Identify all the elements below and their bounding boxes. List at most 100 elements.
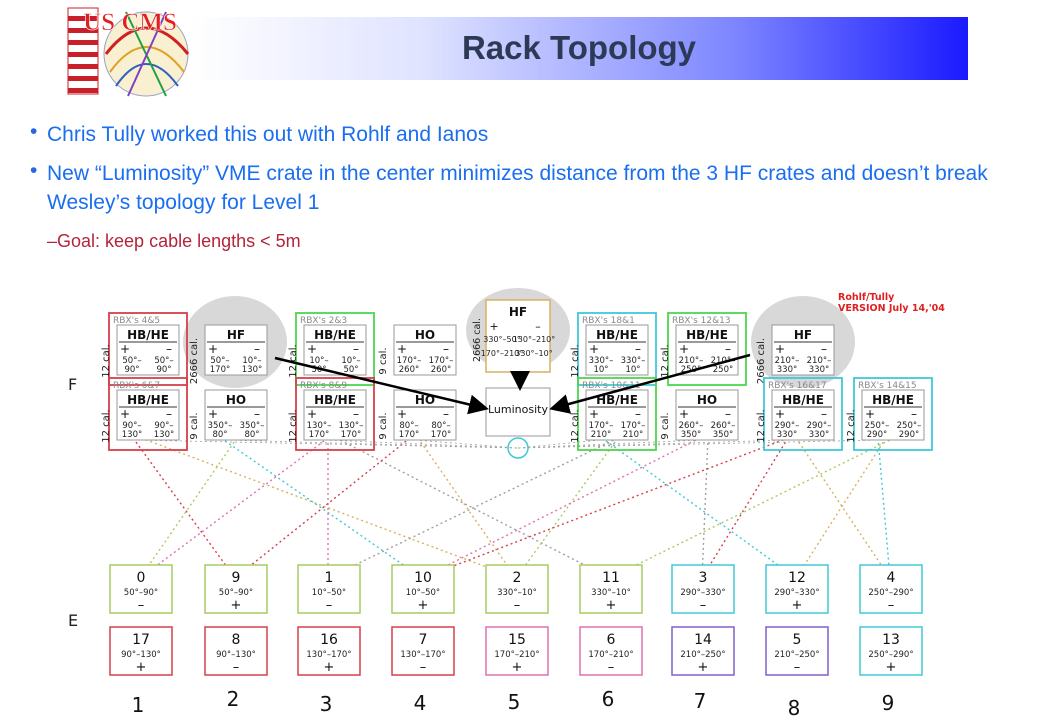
minus-range-end: 170° [341, 430, 361, 440]
e-row2-crate [297, 626, 361, 676]
us-cms-logo: US CMS [66, 2, 194, 98]
plus-range-start: 330°– [589, 356, 614, 366]
plus-sign: + [397, 407, 407, 421]
e-crate-sign: + [886, 660, 897, 675]
luminosity-link [414, 439, 519, 449]
rbx-label: RBX's 6&7 [113, 381, 160, 391]
plus-range-start: 50°– [210, 356, 229, 366]
plus-range-start: 170°– [397, 356, 422, 366]
crate-name: HB/HE [127, 328, 169, 342]
hf-center-cal: 2666 cal. [472, 318, 483, 362]
crate-name: HB/HE [127, 393, 169, 407]
minus-sign: – [166, 342, 172, 356]
e-crate-range: 250°–290° [868, 588, 913, 598]
minus-sign: – [443, 342, 449, 356]
crate-box [116, 324, 180, 376]
cal-label: 12 cal. [660, 344, 671, 378]
e-crate-range: 130°–170° [400, 650, 445, 660]
minus-range-end: 250° [713, 365, 733, 375]
crate-box [116, 389, 180, 441]
rbx-label: RBX's 8&9 [300, 381, 347, 391]
plus-range-end: 170° [309, 430, 329, 440]
cable-connection [327, 437, 619, 579]
e-crate-number: 2 [513, 570, 522, 586]
crate-highlight [295, 312, 375, 386]
crate-name: HB/HE [782, 393, 824, 407]
luminosity-link [517, 439, 601, 449]
e-crate-sign: – [794, 660, 801, 675]
plus-sign: + [307, 342, 317, 356]
cable-connection [421, 437, 701, 579]
minus-range-start: 250°– [897, 421, 922, 431]
e-crate-range: 130°–170° [306, 650, 351, 660]
mid-7-crate: HB/HE+–250°–290°250°–290°12 cal.RBX's 14… [846, 377, 933, 451]
plus-range-end: 290° [867, 430, 887, 440]
e-crate-number: 7 [419, 632, 428, 648]
e-crate-sign: + [606, 598, 617, 613]
e-crate-range: 90°–130° [121, 650, 161, 660]
e-crate-number: 10 [414, 570, 432, 586]
top-5-crate: HB/HE+–210°–250°210°–250°12 cal.RBX's 12… [660, 312, 747, 386]
minus-sign: – [353, 342, 359, 356]
mid-6-crate: HB/HE+–290°–330°290°–330°12 cal.RBX's 16… [756, 377, 843, 451]
plus-sign: + [775, 342, 785, 356]
top-4-crate: HB/HE+–330°–10°330°–10°12 cal.RBX's 18&1 [570, 312, 657, 386]
bullet-marker: • [30, 159, 38, 182]
cable-connection [139, 437, 238, 579]
plus-sign: + [775, 407, 785, 421]
e-crate-range: 90°–130° [216, 650, 256, 660]
e-crate-range: 290°–330° [774, 588, 819, 598]
crate-box [771, 389, 835, 441]
minus-range-start: 10°– [341, 356, 360, 366]
crate-box [303, 389, 367, 441]
minus-range-start: 210°– [711, 356, 736, 366]
top-0-crate: HB/HE+–50°–90°50°–90°12 cal.RBX's 4&5 [101, 312, 188, 386]
cal-label: 2666 cal. [189, 338, 200, 384]
minus-range-start: 330°– [621, 356, 646, 366]
crate-name: HO [226, 393, 246, 407]
minus-range-start: 50°– [154, 356, 173, 366]
minus-sign: – [254, 342, 260, 356]
e-crate-sign: + [792, 598, 803, 613]
cable-connection [609, 437, 895, 579]
plus-range-start: 170°– [589, 421, 614, 431]
version-note: VERSION July 14,'04 [838, 303, 945, 314]
luminosity-link [517, 439, 701, 449]
minus-range-end: 10° [625, 365, 640, 375]
minus-range-end: 260° [431, 365, 451, 375]
minus-range-start: 170°– [429, 356, 454, 366]
e-crate-sign: + [698, 660, 709, 675]
cable-connection [701, 437, 709, 579]
plus-sign: + [120, 342, 130, 356]
e-crate-number: 12 [788, 570, 806, 586]
cal-label: 12 cal. [756, 409, 767, 443]
plus-range-end: 210° [591, 430, 611, 440]
e-crate-number: 4 [887, 570, 896, 586]
plus-range-start: 290°– [775, 421, 800, 431]
title-bar: Rack Topology [190, 17, 968, 80]
plus-sign: + [865, 407, 875, 421]
crate-highlight [667, 312, 747, 386]
e-crate-sign: – [608, 660, 615, 675]
plus-range-end: 170° [399, 430, 419, 440]
hf-center-val: 130°–210° [513, 335, 556, 344]
minus-range-start: 350°– [240, 421, 265, 431]
crate-box [204, 324, 268, 376]
crate-name: HB/HE [872, 393, 914, 407]
minus-sign: – [635, 342, 641, 356]
plus-sign: + [589, 342, 599, 356]
e-row1-crate [204, 564, 268, 614]
crate-name: HB/HE [686, 328, 728, 342]
minus-sign: – [166, 407, 172, 421]
minus-range-end: 290° [899, 430, 919, 440]
minus-range-end: 350° [713, 430, 733, 440]
top-1-crate: HF+–50°–170°10°–130°2666 cal. [189, 324, 268, 384]
crate-box [861, 389, 925, 441]
e-crate-sign: + [418, 598, 429, 613]
e-row1-crate [859, 564, 923, 614]
bullet-2: New “Luminosity” VME crate in the center… [47, 162, 988, 214]
rack-topology-diagram: HB/HE+–50°–90°50°–90°12 cal.RBX's 4&5HF+… [68, 288, 945, 720]
cal-label: 12 cal. [101, 344, 112, 378]
plus-sign: + [489, 320, 498, 333]
plus-range-end: 130° [122, 430, 142, 440]
